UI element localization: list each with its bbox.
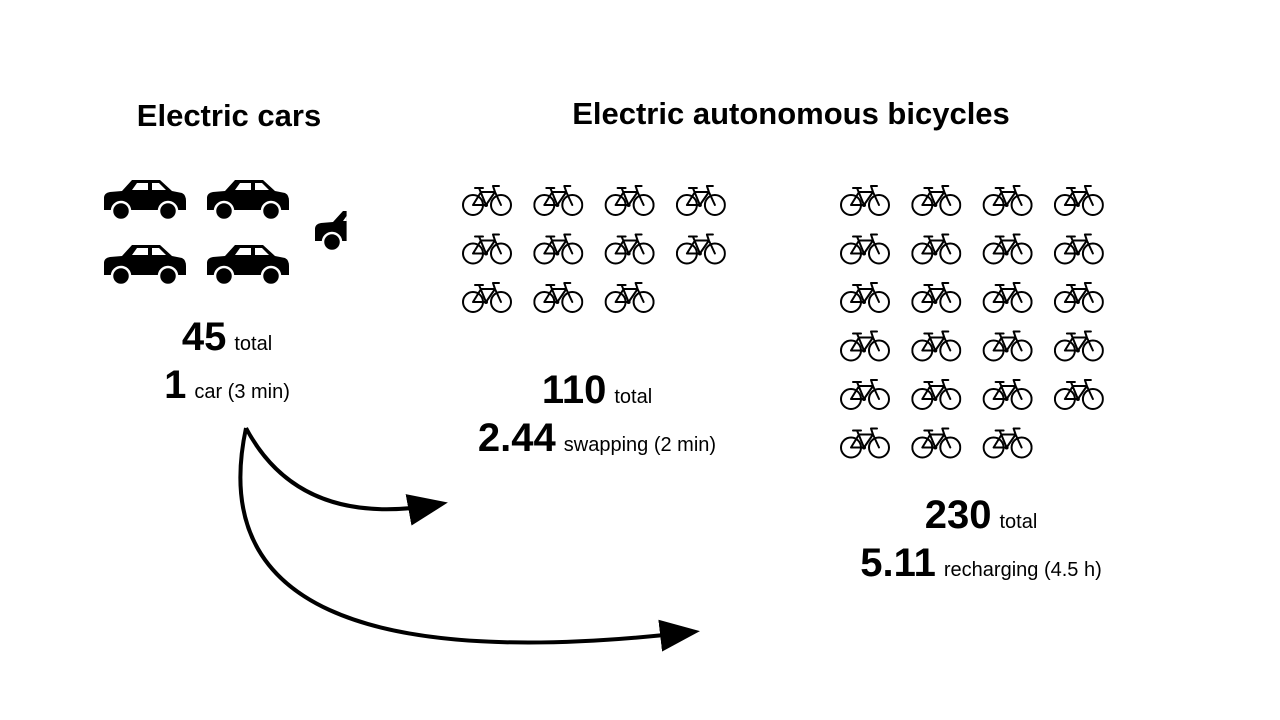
recharging-total-label: total: [999, 511, 1038, 533]
swapping-total-stat: 110 total: [542, 368, 652, 413]
swapping-total-value: 110: [541, 368, 607, 412]
swapping-unit-label: swapping (2 min): [563, 434, 717, 456]
bicycles-title: Electric autonomous bicycles: [572, 96, 1010, 131]
recharging-unit-value: 5.11: [860, 541, 936, 585]
swapping-unit-value: 2.44: [477, 416, 556, 460]
swapping-unit-stat: 2.44 swapping (2 min): [478, 416, 716, 461]
cars-unit-label: car (3 min): [194, 381, 290, 403]
recharging-unit-stat: 5.11 recharging (4.5 h): [860, 541, 1102, 586]
swapping-total-label: total: [614, 386, 653, 408]
cars-total-label: total: [234, 333, 273, 355]
cars-total-value: 45: [181, 315, 227, 359]
cars-unit-stat: 1 car (3 min): [164, 363, 290, 408]
cars-total-stat: 45 total: [182, 315, 272, 360]
recharging-unit-label: recharging (4.5 h): [943, 559, 1102, 581]
cars-unit-value: 1: [164, 363, 187, 407]
arrow-to-swapping: [244, 427, 448, 526]
arrow-to-recharging: [238, 427, 700, 652]
recharging-total-value: 230: [924, 493, 992, 537]
cars-title: Electric cars: [136, 98, 322, 133]
recharging-total-stat: 230 total: [925, 493, 1038, 538]
